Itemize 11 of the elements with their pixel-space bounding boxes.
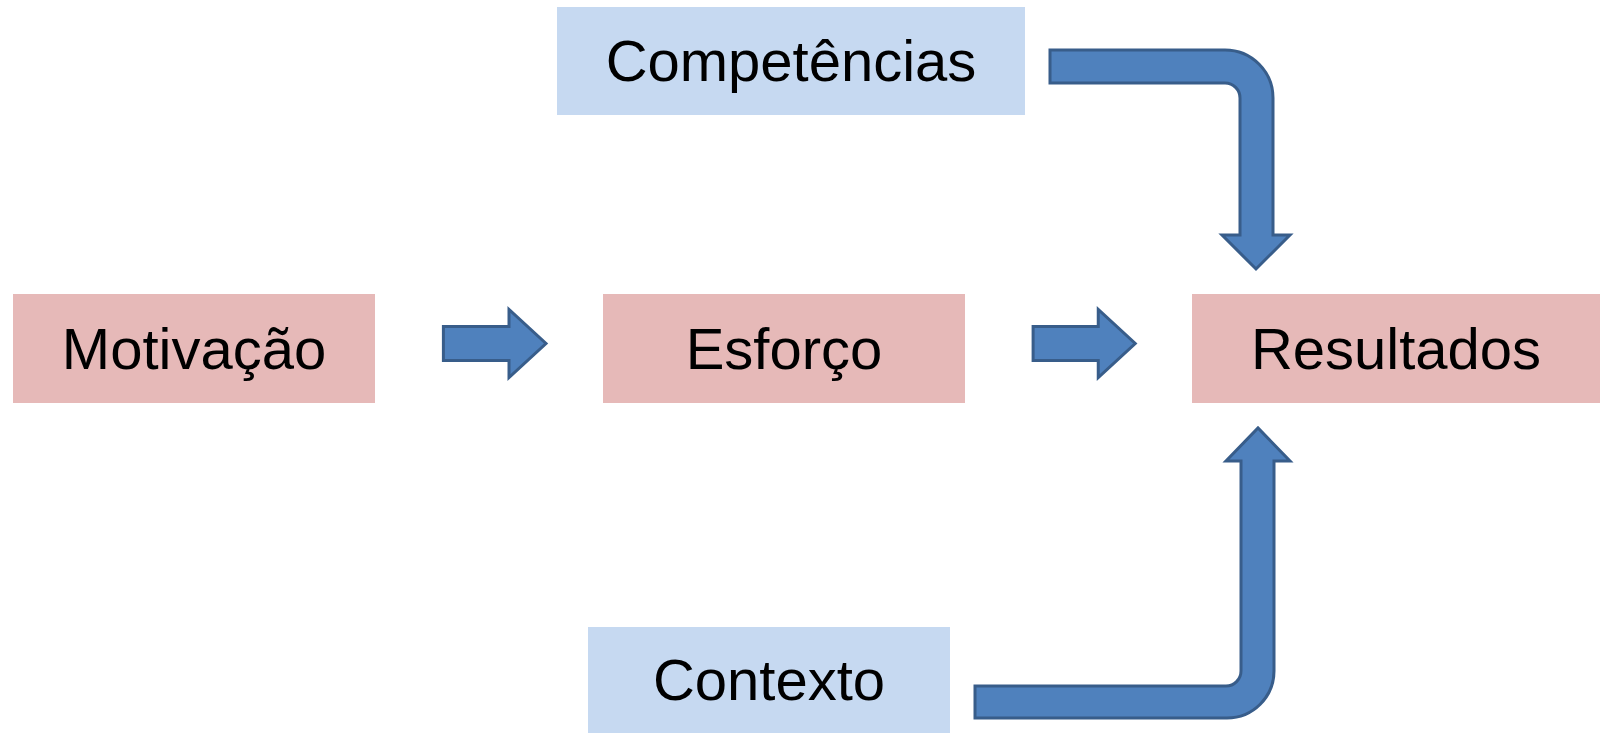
process-box — [13, 294, 375, 403]
process-box — [588, 627, 950, 733]
block-arrow — [1048, 48, 1292, 271]
process-box — [603, 294, 965, 403]
block-arrow — [1031, 306, 1138, 381]
box-label: Resultados — [1250, 319, 1542, 378]
block-arrow — [441, 306, 549, 381]
process-box — [557, 7, 1025, 115]
block-arrow — [973, 426, 1292, 720]
process-box — [1192, 294, 1600, 403]
box-label: Contexto — [652, 651, 886, 709]
